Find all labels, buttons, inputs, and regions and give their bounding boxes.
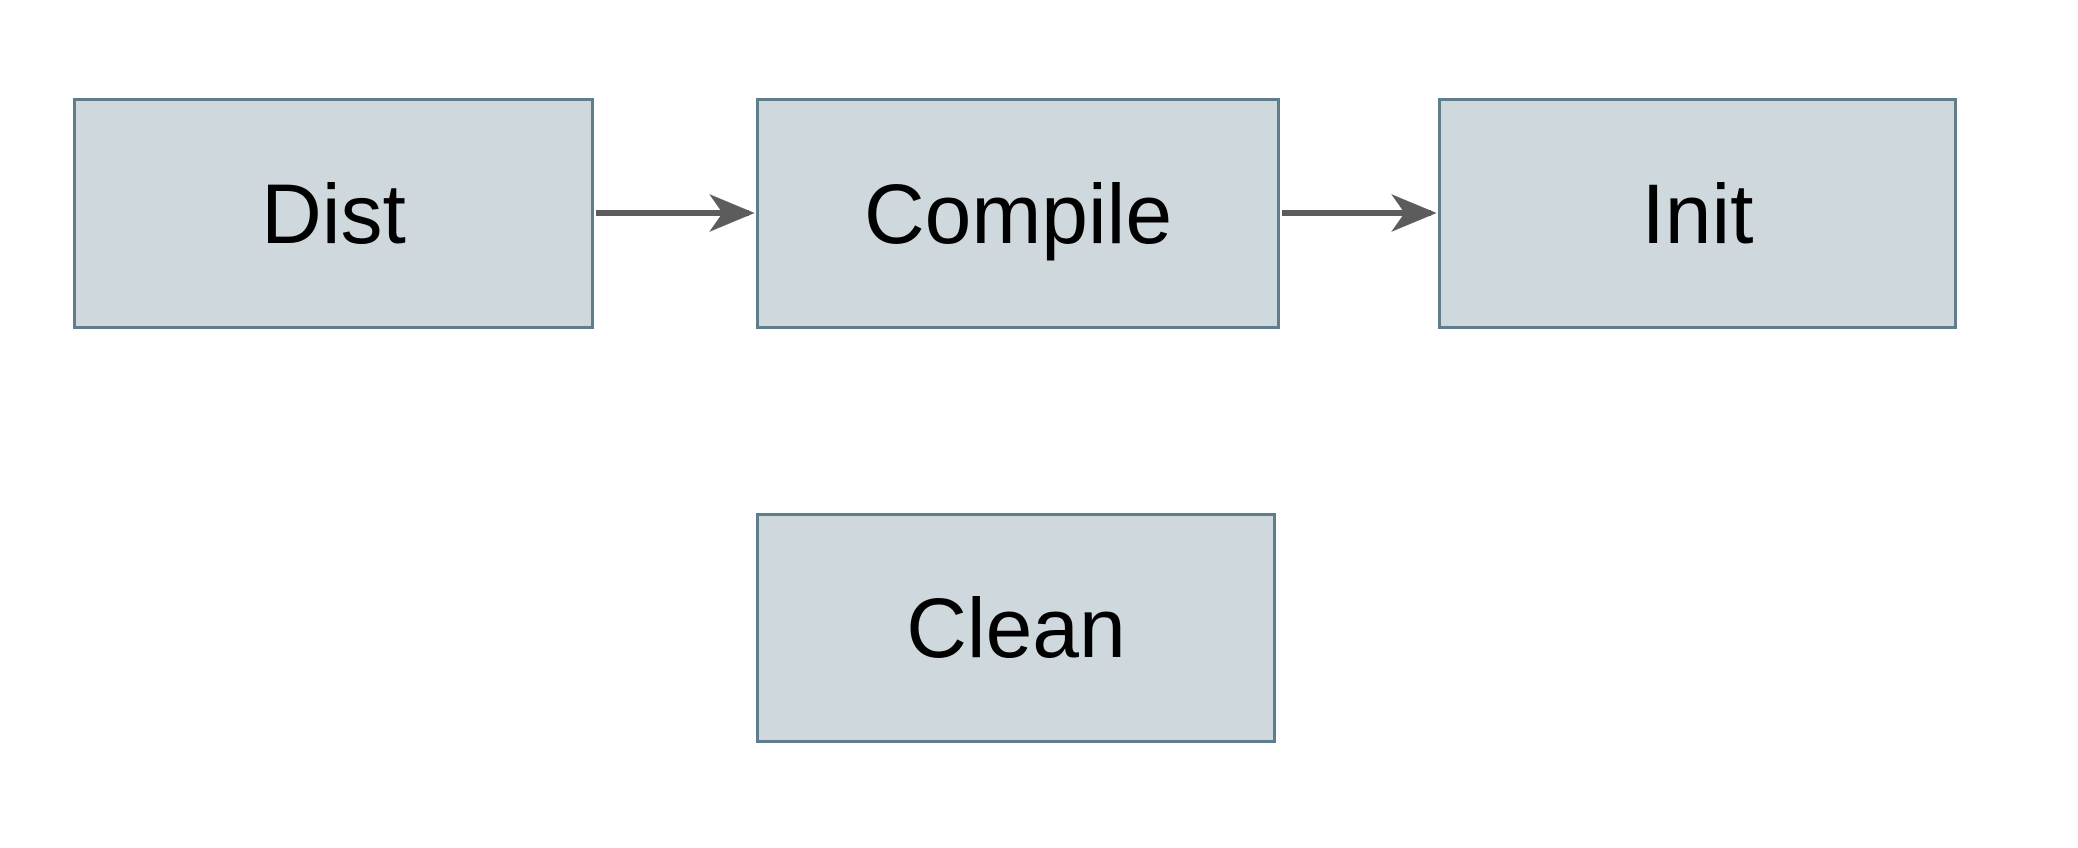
node-init-label: Init	[1641, 166, 1754, 261]
node-clean[interactable]: Clean	[756, 513, 1276, 743]
node-init[interactable]: Init	[1438, 98, 1957, 329]
node-compile[interactable]: Compile	[756, 98, 1280, 329]
node-dist-label: Dist	[261, 166, 406, 261]
node-clean-label: Clean	[906, 581, 1126, 675]
node-compile-label: Compile	[863, 166, 1173, 261]
node-dist[interactable]: Dist	[73, 98, 594, 329]
